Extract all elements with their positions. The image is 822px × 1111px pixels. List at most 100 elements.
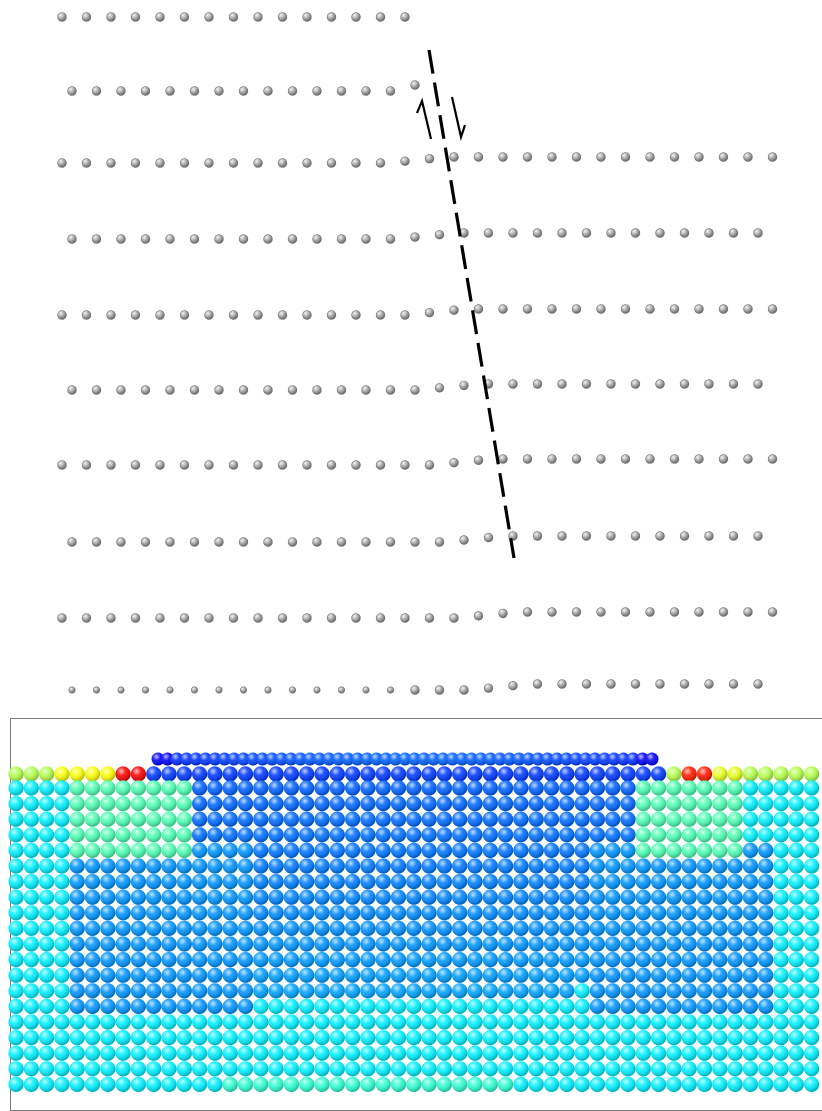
slab-atom-shade xyxy=(69,811,85,827)
lattice-atom xyxy=(679,379,690,389)
slab-atom-shade xyxy=(227,752,241,766)
slab-atom-shade xyxy=(222,936,238,952)
slab-atom-shade xyxy=(742,998,759,1014)
slab-atom-shade xyxy=(543,967,560,983)
slab-atom-shade xyxy=(54,905,70,921)
slab-atom-shade xyxy=(696,920,713,936)
slab-atom-shade xyxy=(100,967,116,983)
lattice-atom xyxy=(361,86,371,96)
slab-atom-shade xyxy=(493,752,507,766)
slab-atom-shade xyxy=(773,952,789,968)
slab-atom-shade xyxy=(712,905,728,921)
slab-atom-shade xyxy=(436,858,452,874)
lattice-atom xyxy=(718,304,729,314)
slab-atom-shade xyxy=(406,936,422,952)
slab-atom-shade xyxy=(773,780,789,796)
slab-atom-shade xyxy=(130,874,146,890)
slab-atom-shade xyxy=(758,952,774,968)
slab-atom-shade xyxy=(23,967,39,983)
lattice-atom xyxy=(351,460,361,470)
lattice-atom xyxy=(596,454,606,464)
slab-atom-shade xyxy=(345,1076,361,1092)
slab-atom-shade xyxy=(176,1061,192,1077)
slab-atom-shade xyxy=(666,1030,682,1046)
slab-atom-shade xyxy=(559,1014,575,1030)
slab-atom-shade xyxy=(115,952,131,968)
slab-atom-shade xyxy=(574,936,590,952)
slab-atom-shade xyxy=(773,766,789,782)
slab-atom-shade xyxy=(390,967,407,983)
slab-atom-shade xyxy=(375,905,391,921)
lattice-atom xyxy=(117,686,125,694)
lattice-atom xyxy=(547,152,557,162)
lattice-atom xyxy=(386,686,394,694)
slab-atom-shade xyxy=(620,842,636,858)
slab-atom-shade xyxy=(192,1030,208,1046)
slab-atom-shade xyxy=(651,780,667,796)
slab-atom-shade xyxy=(253,842,269,858)
slab-atom-shade xyxy=(23,1045,39,1061)
slab-atom-shade xyxy=(390,811,407,827)
slab-atom-shade xyxy=(421,1014,437,1030)
slab-atom-shade xyxy=(436,780,452,796)
slab-atom-shade xyxy=(54,827,70,843)
slab-atom-shade xyxy=(467,1045,483,1061)
slab-atom-shade xyxy=(651,983,667,999)
slab-atom-shade xyxy=(452,1030,468,1046)
slab-atom-shade xyxy=(742,983,759,999)
slab-atom-shade xyxy=(484,752,497,766)
lattice-atom xyxy=(57,460,67,470)
lattice-atom xyxy=(767,304,778,314)
slab-atom-shade xyxy=(528,983,544,999)
lattice-atom xyxy=(424,460,435,470)
slab-atom-shade xyxy=(773,796,789,812)
slab-atom-shade xyxy=(253,1045,269,1061)
lattice-atom xyxy=(449,613,459,623)
slab-atom-shade xyxy=(620,811,636,827)
slab-atom-shade xyxy=(482,920,498,936)
slab-atom-shade xyxy=(605,796,621,812)
lattice-atoms xyxy=(57,12,778,695)
slab-atom-shade xyxy=(804,780,820,796)
slab-atom-shade xyxy=(176,952,192,968)
slab-atom-shade xyxy=(294,752,307,766)
slab-atom-shade xyxy=(605,983,621,999)
slab-atom-shade xyxy=(666,796,682,812)
slab-atom-shade xyxy=(283,967,299,983)
slab-atom-shade xyxy=(712,811,728,827)
slab-atom-shade xyxy=(146,1061,162,1077)
slab-atom-shade xyxy=(681,936,697,952)
slab-atom-shade xyxy=(727,766,743,782)
lattice-atom xyxy=(606,679,616,689)
slab-atom-shade xyxy=(681,967,697,983)
slab-atom-shade xyxy=(421,811,437,827)
slab-atom-shade xyxy=(222,842,238,858)
slab-atom-shade xyxy=(222,811,238,827)
slab-atom-shade xyxy=(589,983,606,999)
slab-atom-shade xyxy=(69,1030,85,1046)
slab-atom-shade xyxy=(528,842,544,858)
lattice-atom xyxy=(385,234,396,244)
slab-atom-shade xyxy=(360,920,376,936)
slab-atom-shade xyxy=(528,905,544,921)
slab-atom-shade xyxy=(696,936,713,952)
slab-atom-shade xyxy=(329,1030,345,1046)
slab-atom-shade xyxy=(130,796,146,812)
slab-atom-shade xyxy=(329,1076,345,1092)
slab-atom-shade xyxy=(299,827,315,843)
slab-atom-shade xyxy=(559,905,575,921)
lattice-atom xyxy=(669,304,680,314)
slab-atom-shade xyxy=(268,983,284,999)
slab-atom-shade xyxy=(8,796,24,812)
slab-atom-shade xyxy=(543,936,560,952)
slab-atom-shade xyxy=(550,752,564,766)
slab-atom-shade xyxy=(390,983,407,999)
lattice-atom xyxy=(228,158,239,168)
slab-atom-shade xyxy=(513,936,529,952)
slab-atom-shade xyxy=(804,827,820,843)
slab-atom-shade xyxy=(543,1030,560,1046)
slab-atom-shade xyxy=(513,952,529,968)
lattice-atom xyxy=(620,304,631,314)
slab-atom-shade xyxy=(237,780,254,796)
slab-atom-shade xyxy=(513,983,529,999)
